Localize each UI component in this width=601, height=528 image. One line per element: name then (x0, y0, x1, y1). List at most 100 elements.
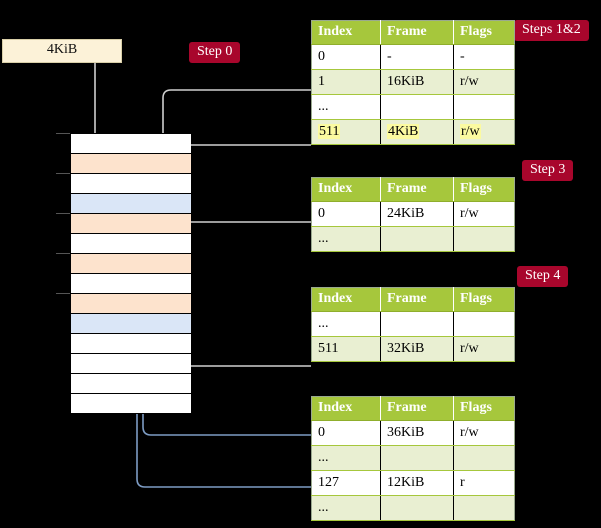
highlighted-value: r/w (460, 124, 481, 139)
cell-frame (380, 445, 454, 471)
memory-frame-row (71, 214, 191, 234)
cell-flags (453, 445, 515, 471)
memory-frame-row (71, 254, 191, 274)
column-header-flags: Flags (453, 20, 515, 45)
badge-step-3: Step 3 (522, 160, 574, 181)
memory-frame-row (71, 194, 191, 214)
column-header-flags: Flags (453, 287, 515, 312)
cell-frame (380, 311, 454, 337)
column-header-frame: Frame (380, 396, 454, 421)
memory-frame-row (71, 234, 191, 254)
cell-index: 511 (311, 336, 381, 362)
badge-step-4: Step 4 (517, 266, 569, 287)
cell-frame: 12KiB (380, 470, 454, 496)
cell-frame: 4KiB (380, 119, 454, 145)
column-header-index: Index (311, 177, 381, 202)
memory-row-tick (56, 253, 70, 254)
badge-step-4-label: Step 4 (525, 268, 561, 283)
memory-frame-row (71, 334, 191, 354)
cell-flags (453, 311, 515, 337)
highlighted-value: 511 (318, 124, 341, 139)
cell-flags: r/w (453, 69, 515, 95)
cell-index: ... (311, 226, 381, 252)
cell-index: 0 (311, 420, 381, 446)
table-row: ... (311, 495, 515, 521)
column-header-flags: Flags (453, 177, 515, 202)
cell-flags (453, 94, 515, 120)
memory-frame-row (71, 314, 191, 334)
memory-row-tick (56, 213, 70, 214)
column-header-index: Index (311, 287, 381, 312)
cell-frame: 16KiB (380, 69, 454, 95)
cell-frame: 36KiB (380, 420, 454, 446)
memory-frame-row (71, 354, 191, 374)
memory-row-tick (56, 173, 70, 174)
cell-index: ... (311, 311, 381, 337)
wire-step4 (172, 301, 311, 367)
cell-frame: - (380, 44, 454, 70)
cell-frame: 32KiB (380, 336, 454, 362)
cell-frame (380, 226, 454, 252)
badge-step-3-label: Step 3 (530, 162, 566, 177)
cell-flags: - (453, 44, 515, 70)
source-frame-label: 4KiB (46, 42, 78, 57)
cell-flags: r/w (453, 119, 515, 145)
cell-index: 127 (311, 470, 381, 496)
badge-step-0: Step 0 (189, 42, 241, 63)
memory-frame-row (71, 294, 191, 314)
cell-index: ... (311, 94, 381, 120)
cell-index: 0 (311, 201, 381, 227)
table-row: 511 4KiB r/w (311, 119, 515, 145)
table-row: ... (311, 445, 515, 471)
memory-frame-row (71, 174, 191, 194)
memory-frame-row (71, 134, 191, 154)
badge-step-0-label: Step 0 (197, 44, 233, 59)
highlighted-value: 4KiB (387, 124, 420, 139)
column-header-frame: Frame (380, 20, 454, 45)
column-header-frame: Frame (380, 177, 454, 202)
column-header-index: Index (311, 20, 381, 45)
cell-index: ... (311, 495, 381, 521)
table-row: ... (311, 311, 515, 337)
column-header-flags: Flags (453, 396, 515, 421)
wire-step3 (178, 221, 311, 266)
table-row: ... (311, 226, 515, 252)
memory-frame-row (71, 374, 191, 394)
cell-frame (380, 94, 454, 120)
table-row: 0-- (311, 44, 515, 70)
cell-flags: r/w (453, 420, 515, 446)
wire-steps12-b (178, 144, 311, 226)
memory-frame-row (71, 154, 191, 174)
cell-frame (380, 495, 454, 521)
badge-steps-1-2: Steps 1&2 (514, 20, 589, 41)
table-row: ... (311, 94, 515, 120)
cell-frame: 24KiB (380, 201, 454, 227)
cell-flags (453, 226, 515, 252)
memory-row-tick (56, 293, 70, 294)
cell-index: ... (311, 445, 381, 471)
column-header-frame: Frame (380, 287, 454, 312)
physical-memory-column (70, 133, 191, 414)
cell-index: 1 (311, 69, 381, 95)
cell-flags: r (453, 470, 515, 496)
cell-index: 511 (311, 119, 381, 145)
cell-flags (453, 495, 515, 521)
source-frame-box: 4KiB (2, 39, 122, 63)
cell-flags: r/w (453, 336, 515, 362)
memory-frame-row (71, 394, 191, 414)
memory-row-tick (56, 133, 70, 134)
cell-flags: r/w (453, 201, 515, 227)
